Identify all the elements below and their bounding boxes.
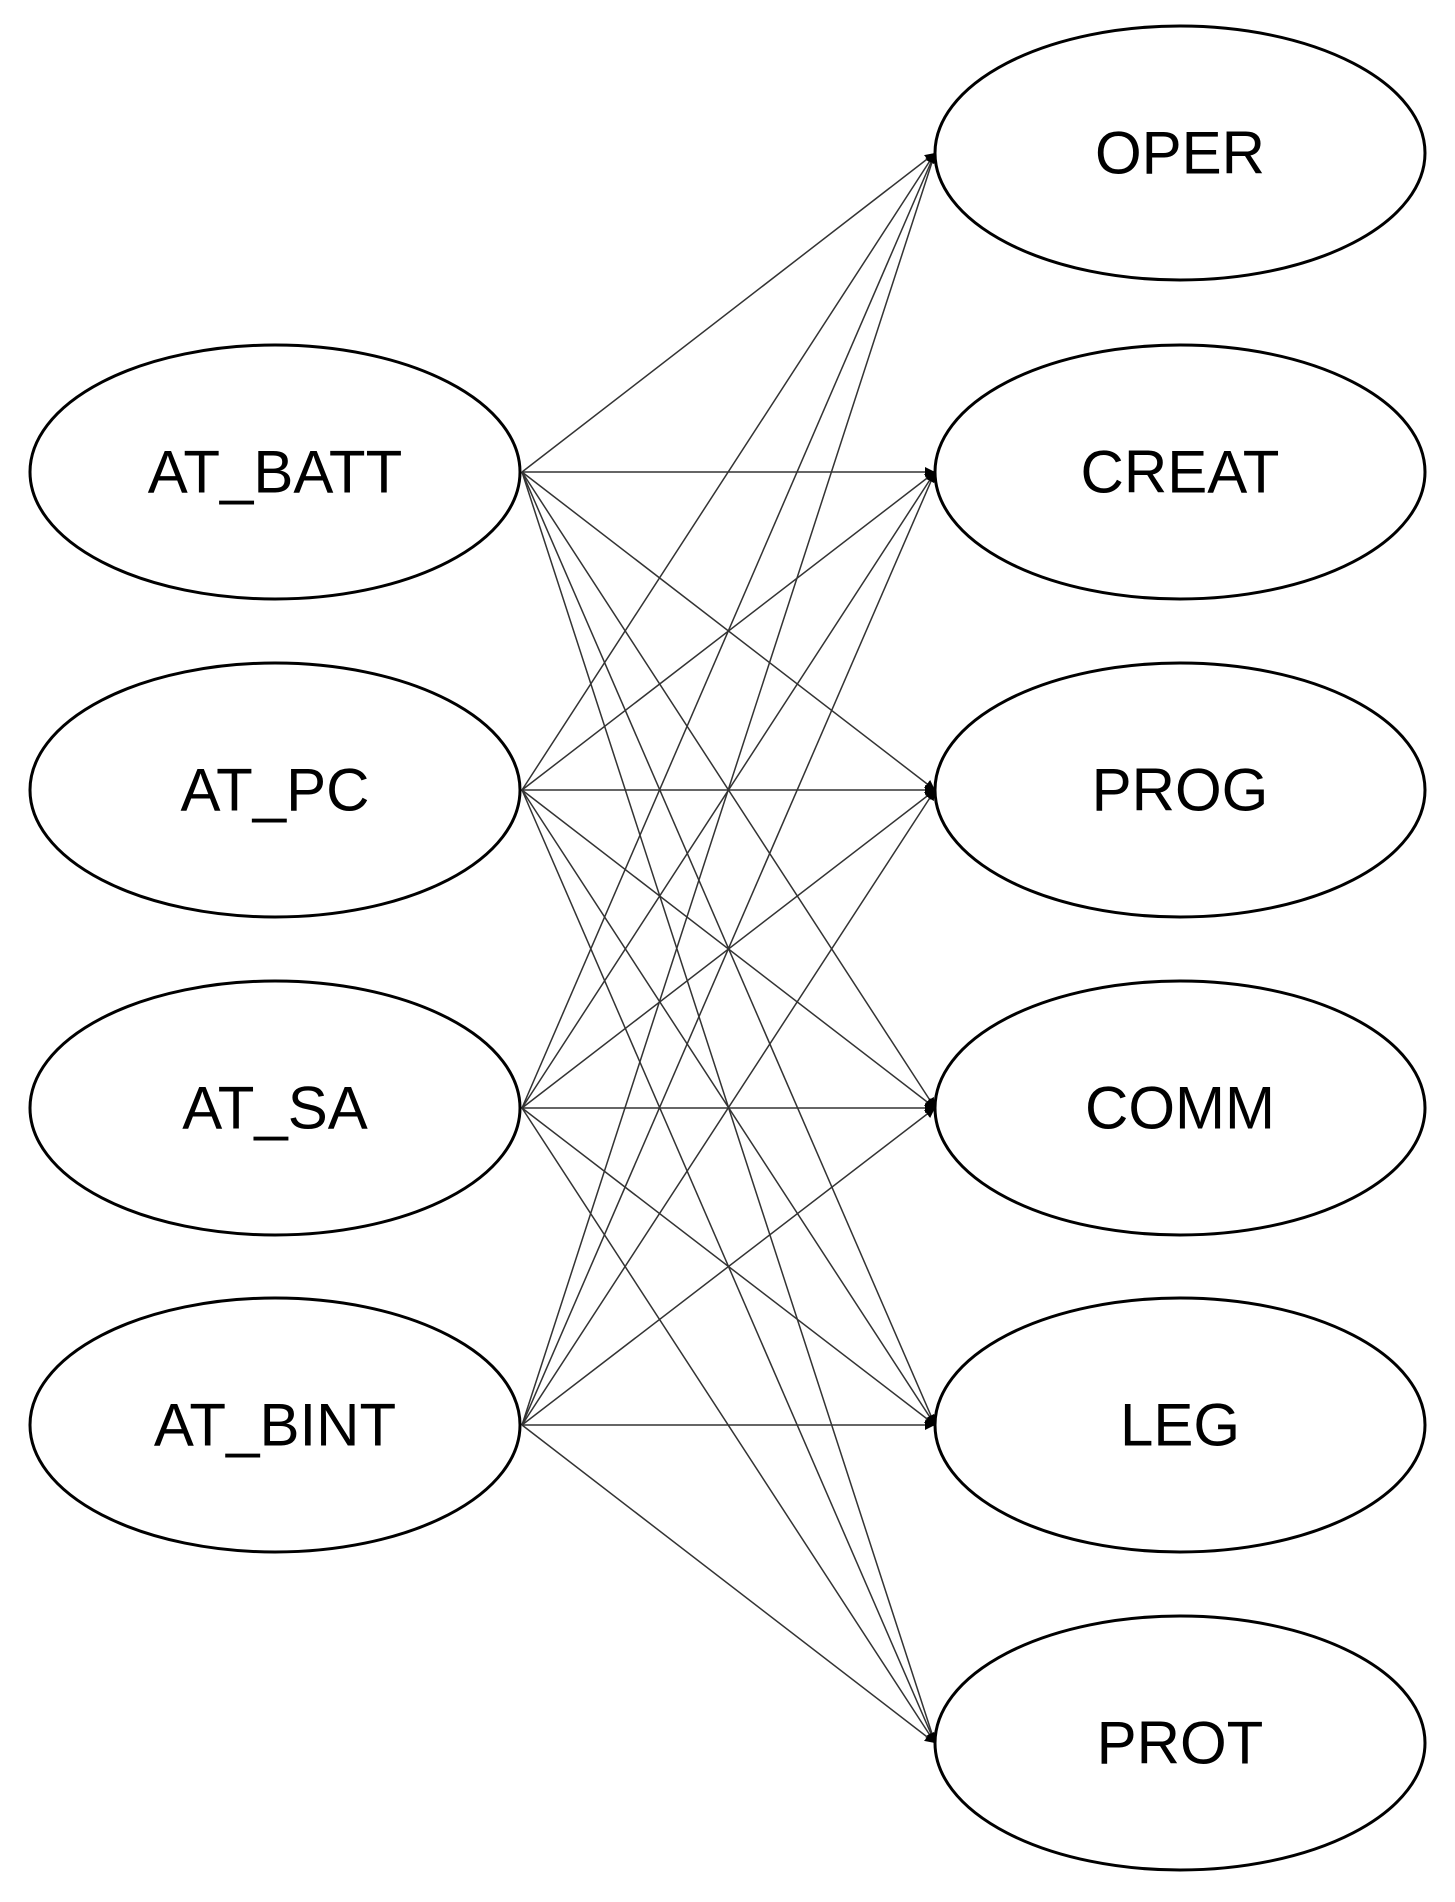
target-label: PROG	[1092, 757, 1269, 824]
edge-at-bint-to-creat	[521, 471, 936, 1426]
edge-at-batt-to-oper	[521, 152, 936, 473]
edge-at-bint-to-oper	[521, 152, 937, 1426]
target-node-creat[interactable]: CREAT	[933, 343, 1427, 601]
edge-at-bint-to-prog	[521, 789, 936, 1426]
target-label: CREAT	[1081, 439, 1280, 506]
source-node-at-sa[interactable]: AT_SA	[28, 979, 522, 1237]
source-label: AT_PC	[181, 757, 370, 824]
source-node-at-batt[interactable]: AT_BATT	[28, 343, 522, 601]
edge-at-bint-to-prot	[521, 1424, 936, 1744]
target-node-prot[interactable]: PROT	[933, 1614, 1427, 1872]
target-label: COMM	[1085, 1075, 1275, 1142]
edge-at-bint-to-comm	[521, 1107, 936, 1426]
source-node-at-pc[interactable]: AT_PC	[28, 661, 522, 919]
target-node-comm[interactable]: COMM	[933, 979, 1427, 1237]
edge-at-pc-to-oper	[521, 152, 936, 791]
source-nodes: AT_BATT AT_PC AT_SA AT_BINT	[28, 343, 522, 1554]
target-nodes: OPER CREAT PROG COMM LEG PROT	[933, 24, 1427, 1872]
target-node-leg[interactable]: LEG	[933, 1296, 1427, 1554]
source-label: AT_SA	[182, 1075, 368, 1142]
source-node-at-bint[interactable]: AT_BINT	[28, 1296, 522, 1554]
source-label: AT_BATT	[148, 439, 402, 506]
target-node-oper[interactable]: OPER	[933, 24, 1427, 282]
target-label: PROT	[1097, 1710, 1264, 1777]
edge-at-sa-to-oper	[521, 152, 936, 1109]
target-label: LEG	[1120, 1392, 1240, 1459]
edges	[521, 152, 937, 1744]
source-label: AT_BINT	[154, 1392, 396, 1459]
target-label: OPER	[1095, 120, 1265, 187]
target-node-prog[interactable]: PROG	[933, 661, 1427, 919]
